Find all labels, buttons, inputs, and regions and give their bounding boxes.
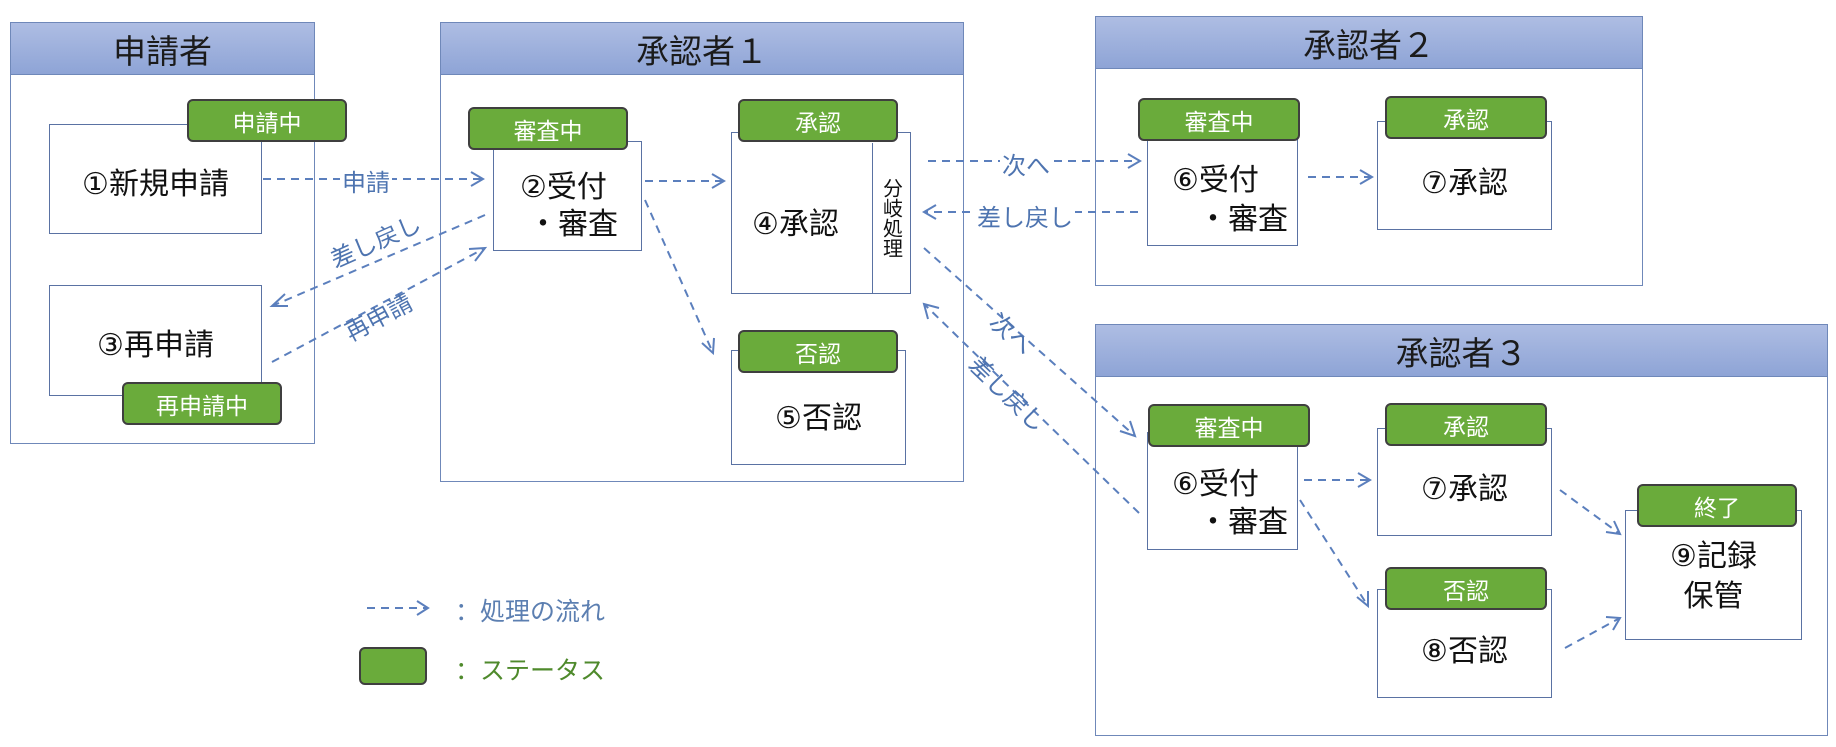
status-tag-rejected-3: 否認 bbox=[1385, 567, 1547, 610]
branch-processing-label: 分岐処理 bbox=[879, 178, 904, 258]
step-reject-3-label: ⑧否認 bbox=[1421, 634, 1508, 669]
step-approve-2-label: ⑦承認 bbox=[1421, 166, 1508, 201]
step-receive-review-2-line1: ⑥受付 bbox=[1172, 163, 1259, 198]
lane-title-applicant: 申請者 bbox=[11, 23, 314, 75]
arrow-label-send-back-approver-3: 差し戻し bbox=[962, 350, 1052, 438]
step-receive-review-3-line2: ・審査 bbox=[1198, 505, 1288, 540]
step-receive-review-3-line1: ⑥受付 bbox=[1172, 467, 1259, 502]
arrow-label-apply: 申請 bbox=[340, 163, 392, 198]
status-tag-reviewing-1: 審査中 bbox=[468, 107, 628, 150]
lane-title-approver-1: 承認者１ bbox=[441, 23, 963, 75]
step-reject-1-label: ⑤否認 bbox=[775, 401, 862, 436]
status-tag-approved-3: 承認 bbox=[1385, 403, 1547, 446]
legend-arrow-sample bbox=[367, 600, 430, 616]
step-record-archive-line1: ⑨記録 bbox=[1670, 539, 1757, 574]
status-tag-approved-2: 承認 bbox=[1385, 96, 1547, 139]
step-reapplication: ③再申請 bbox=[49, 285, 262, 396]
arrow-label-send-back-applicant: 差し戻し bbox=[326, 209, 426, 275]
lane-title-approver-3: 承認者３ bbox=[1096, 325, 1827, 377]
step-receive-review-2: ⑥受付 ・審査 bbox=[1147, 127, 1298, 246]
step-receive-review-1-line1: ②受付 bbox=[520, 170, 607, 205]
legend-status-sample bbox=[359, 647, 427, 685]
step-record-archive: ⑨記録 保管 bbox=[1625, 510, 1802, 640]
step-approve-2: ⑦承認 bbox=[1377, 121, 1552, 230]
step-new-application: ①新規申請 bbox=[49, 124, 262, 234]
status-tag-rejected-1: 否認 bbox=[738, 330, 898, 373]
branch-processing: 分岐処理 bbox=[872, 143, 910, 293]
step-receive-review-1: ②受付 ・審査 bbox=[493, 141, 642, 251]
status-tag-approved-1: 承認 bbox=[738, 99, 898, 142]
step-new-application-label: ①新規申請 bbox=[82, 167, 229, 202]
step-approve-1-label: ④承認 bbox=[752, 207, 839, 242]
lane-title-approver-2: 承認者２ bbox=[1096, 17, 1642, 69]
status-tag-reviewing-3: 審査中 bbox=[1148, 404, 1310, 447]
status-tag-reapplying: 再申請中 bbox=[122, 382, 282, 425]
step-receive-review-2-line2: ・審査 bbox=[1198, 202, 1288, 237]
step-record-archive-line2: 保管 bbox=[1683, 579, 1744, 614]
step-approve-1: ④承認 分岐処理 bbox=[731, 132, 911, 294]
arrow-label-reapply: 再申請 bbox=[340, 288, 418, 348]
legend-flow-label: ：処理の流れ bbox=[455, 597, 606, 626]
status-tag-reviewing-2: 審査中 bbox=[1138, 98, 1300, 141]
status-tag-applying: 申請中 bbox=[187, 99, 347, 142]
arrow-label-send-back-approver-2: 差し戻し bbox=[975, 198, 1075, 233]
step-receive-review-1-line2: ・審査 bbox=[528, 207, 618, 242]
step-receive-review-3: ⑥受付 ・審査 bbox=[1147, 432, 1298, 550]
step-reapplication-label: ③再申請 bbox=[97, 328, 214, 363]
arrow-label-next-approver-2: 次へ bbox=[1000, 146, 1052, 181]
step-approve-3-label: ⑦承認 bbox=[1421, 472, 1508, 507]
legend-status-label: ：ステータス bbox=[455, 656, 606, 685]
status-tag-completed: 終了 bbox=[1637, 484, 1797, 527]
